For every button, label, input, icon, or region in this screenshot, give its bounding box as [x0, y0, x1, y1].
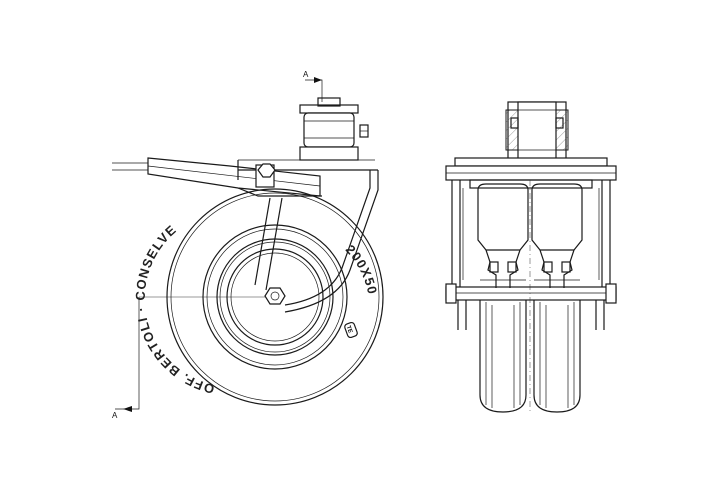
section-fork-legs [451, 180, 611, 330]
section-label-bottom: A [112, 411, 118, 420]
svg-text:TE: TE [345, 325, 353, 334]
section-axle [445, 283, 617, 304]
brand-logo-icon: TE [344, 321, 358, 339]
section-line-a: A A [112, 70, 323, 420]
section-top-plate [445, 157, 617, 189]
brake-lever [112, 157, 322, 197]
section-label-top: A [303, 70, 309, 79]
axle-nut [264, 287, 286, 305]
tire-brand-text: OFF. BERTOLI · CONSELVE [133, 222, 216, 397]
section-view [445, 101, 617, 413]
section-stem [505, 101, 569, 163]
fork-side [237, 159, 379, 313]
section-wheel-right [531, 183, 583, 413]
side-view: A A OFF. BERTOLI · CONSELVE 200X50 [112, 70, 384, 420]
section-wheel-left [477, 183, 529, 413]
swivel-head [299, 97, 369, 161]
